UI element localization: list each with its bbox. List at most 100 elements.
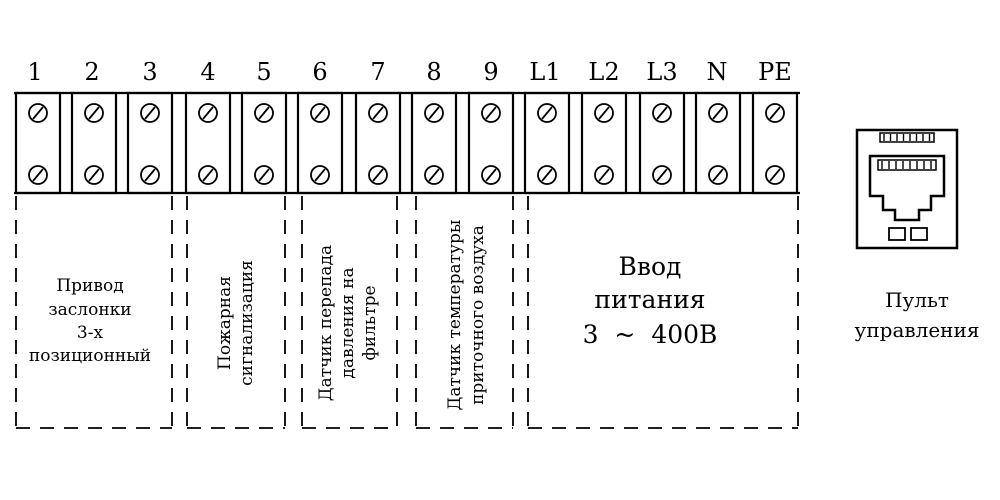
terminal-body [240, 91, 288, 195]
terminal-body [638, 91, 686, 195]
terminal-body [70, 91, 118, 195]
screw-icon [537, 165, 557, 185]
terminal-number: 9 [483, 58, 498, 86]
screw-icon [424, 103, 444, 123]
terminal-block [580, 91, 628, 195]
screw-slot [314, 168, 326, 182]
pressure-label-line: фильтре [360, 285, 380, 360]
fire-alarm-label: Пожарная сигнализация [215, 260, 257, 386]
screw-slot [769, 168, 781, 182]
screw-slot [202, 106, 214, 120]
terminal-block [70, 91, 118, 195]
screw-head [481, 165, 501, 185]
screw-slot [258, 168, 270, 182]
filter-pressure-sensor-label: Датчик перепада давления на фильтре [316, 245, 380, 401]
screw-icon [708, 103, 728, 123]
screw-icon [765, 165, 785, 185]
group-brackets [15, 196, 799, 429]
damper-label-line: позиционный [29, 346, 151, 366]
screw-head [84, 165, 104, 185]
screw-slot [485, 106, 497, 120]
screw-head [652, 103, 672, 123]
screw-head [310, 103, 330, 123]
screw-icon [198, 103, 218, 123]
screw-slot [88, 106, 100, 120]
screw-head [652, 165, 672, 185]
screw-icon [652, 103, 672, 123]
screw-head [481, 103, 501, 123]
terminal-body [694, 91, 742, 195]
screw-icon [28, 165, 48, 185]
screw-slot [656, 106, 668, 120]
screw-icon [198, 165, 218, 185]
screw-slot [144, 168, 156, 182]
screw-head [708, 103, 728, 123]
remote-label-line: управления [855, 318, 980, 342]
screw-head [310, 165, 330, 185]
terminal-block [296, 91, 344, 195]
group-bracket [15, 196, 173, 429]
temperature-label-line: приточного воздуха [468, 225, 488, 405]
screw-icon [594, 165, 614, 185]
screw-head [198, 103, 218, 123]
screw-slot [541, 106, 553, 120]
fire-alarm-label-line: Пожарная [215, 276, 235, 370]
damper-label-line: Привод [56, 276, 123, 296]
screw-slot [372, 168, 384, 182]
port-led-left [888, 227, 906, 241]
screw-icon [652, 165, 672, 185]
screw-icon [84, 103, 104, 123]
remote-control-label: Пульт управления [855, 288, 980, 342]
screw-head [140, 165, 160, 185]
damper-label-line: заслонки [48, 300, 131, 320]
screw-icon [310, 165, 330, 185]
terminal-number: 2 [84, 58, 99, 86]
terminal-body [184, 91, 232, 195]
power-input-label: Ввод питания 3 ~ 400В [583, 252, 718, 349]
screw-head [594, 103, 614, 123]
screw-head [368, 103, 388, 123]
damper-label-line: 3-х [77, 323, 104, 343]
screw-icon [140, 165, 160, 185]
terminal-body [751, 91, 799, 195]
screw-head [424, 165, 444, 185]
port-housing [855, 128, 959, 250]
screw-slot [202, 168, 214, 182]
screw-slot [32, 106, 44, 120]
terminal-body [126, 91, 174, 195]
screw-icon [28, 103, 48, 123]
terminal-number: 3 [142, 58, 157, 86]
screw-head [765, 103, 785, 123]
group-bracket [415, 196, 514, 429]
screw-slot [598, 106, 610, 120]
terminal-block [410, 91, 458, 195]
screw-icon [537, 103, 557, 123]
screw-slot [428, 106, 440, 120]
supply-air-temp-sensor-label: Датчик температуры приточного воздуха [445, 220, 488, 411]
screw-slot [88, 168, 100, 182]
screw-head [140, 103, 160, 123]
terminal-number: L1 [529, 58, 560, 86]
fire-alarm-label-line: сигнализация [237, 260, 257, 386]
pressure-label-line: давления на [338, 267, 358, 378]
port-top-contacts [879, 132, 935, 143]
screw-icon [254, 165, 274, 185]
terminal-body [467, 91, 515, 195]
terminal-block [14, 91, 62, 195]
terminal-number: 5 [256, 58, 271, 86]
screw-icon [254, 103, 274, 123]
screw-head [84, 103, 104, 123]
terminal-block [240, 91, 288, 195]
screw-icon [368, 103, 388, 123]
screw-head [424, 103, 444, 123]
terminal-block [523, 91, 571, 195]
terminal-body [580, 91, 628, 195]
screw-slot [656, 168, 668, 182]
terminal-number: N [707, 58, 728, 86]
socket-pins [881, 161, 932, 169]
terminal-number: 4 [200, 58, 215, 86]
screw-slot [32, 168, 44, 182]
screw-icon [310, 103, 330, 123]
screw-head [765, 165, 785, 185]
